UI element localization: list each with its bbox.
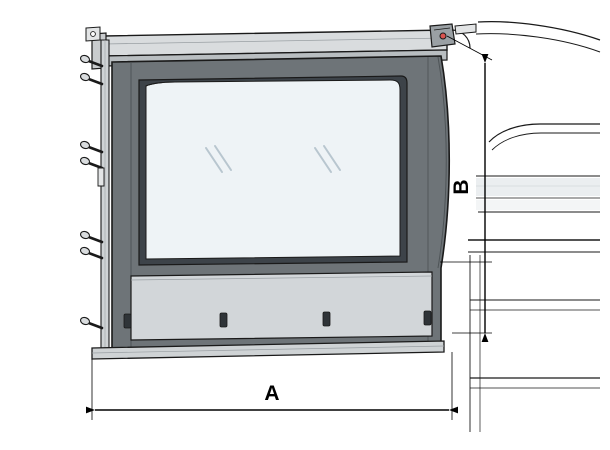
bottom-rail <box>91 340 445 360</box>
fastener-4 <box>423 310 432 326</box>
left-pole-assembly <box>100 39 110 353</box>
hook-3 <box>79 140 104 154</box>
hook-1 <box>79 54 104 68</box>
vehicle-body-outline <box>468 18 601 432</box>
hook-6 <box>79 246 104 260</box>
mounting-hooks <box>79 54 105 330</box>
fastener-2 <box>219 312 228 328</box>
lower-skirt <box>123 271 433 341</box>
hook-2 <box>79 72 104 86</box>
dimension-b-label: B <box>450 179 473 194</box>
dimension-b: B <box>440 35 493 342</box>
fastener-3 <box>322 311 331 327</box>
dimension-a: A <box>86 352 458 420</box>
hook-5 <box>79 230 104 244</box>
fasteners <box>123 310 432 329</box>
hook-4 <box>79 156 104 170</box>
hook-7 <box>79 316 104 330</box>
dimension-a-label: A <box>264 382 279 405</box>
window-panel <box>138 75 408 266</box>
fastener-1 <box>123 313 132 329</box>
